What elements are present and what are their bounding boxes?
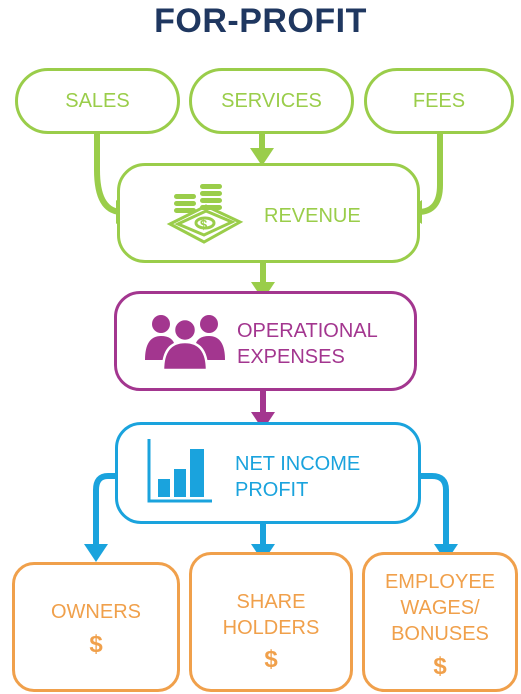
expenses-box: OPERATIONAL EXPENSES	[114, 291, 417, 391]
owners-label: OWNERS	[51, 601, 141, 623]
expenses-label-line2: EXPENSES	[237, 346, 345, 368]
owners-box: OWNERS $	[12, 562, 180, 692]
sales-box: SALES	[15, 68, 180, 134]
services-label: SERVICES	[221, 90, 322, 112]
people-group-icon	[145, 315, 225, 370]
net-income-label-line2: PROFIT	[235, 479, 309, 501]
revenue-label: REVENUE	[264, 205, 361, 227]
fees-label: FEES	[412, 90, 466, 112]
services-box: SERVICES	[189, 68, 354, 134]
svg-text:$: $	[200, 217, 208, 232]
arrow-fees-to-revenue	[415, 115, 443, 215]
revenue-box: $ REVENUE	[117, 163, 420, 263]
fees-box: FEES	[364, 68, 514, 134]
bar-chart-icon	[147, 439, 212, 503]
sales-label: SALES	[65, 90, 130, 112]
employees-label-line3: BONUSES	[391, 623, 489, 645]
employees-dollar-icon: $	[433, 653, 447, 680]
shareholders-dollar-icon: $	[264, 646, 278, 673]
page-title: FOR-PROFIT	[154, 2, 367, 40]
arrowhead-expenses	[251, 412, 275, 430]
expenses-label-line1: OPERATIONAL	[237, 320, 378, 342]
employees-label-line2: WAGES/	[400, 597, 480, 619]
arrowhead-services	[250, 148, 274, 166]
arrow-sales-to-revenue	[94, 115, 123, 215]
employees-box: EMPLOYEE WAGES/ BONUSES $	[362, 552, 518, 692]
arrow-netincome-to-owners	[93, 473, 120, 549]
net-income-box: NET INCOME PROFIT	[115, 422, 421, 524]
arrowhead-owners	[84, 544, 108, 562]
money-stack-icon: $	[166, 184, 244, 244]
owners-dollar-icon: $	[89, 631, 103, 658]
shareholders-label-line1: SHARE	[236, 591, 306, 613]
shareholders-box: SHARE HOLDERS $	[189, 552, 353, 692]
employees-label-line1: EMPLOYEE	[384, 571, 496, 593]
arrow-netincome-to-employees	[415, 473, 449, 549]
net-income-label-line1: NET INCOME	[235, 453, 361, 475]
shareholders-label-line2: HOLDERS	[222, 617, 320, 639]
